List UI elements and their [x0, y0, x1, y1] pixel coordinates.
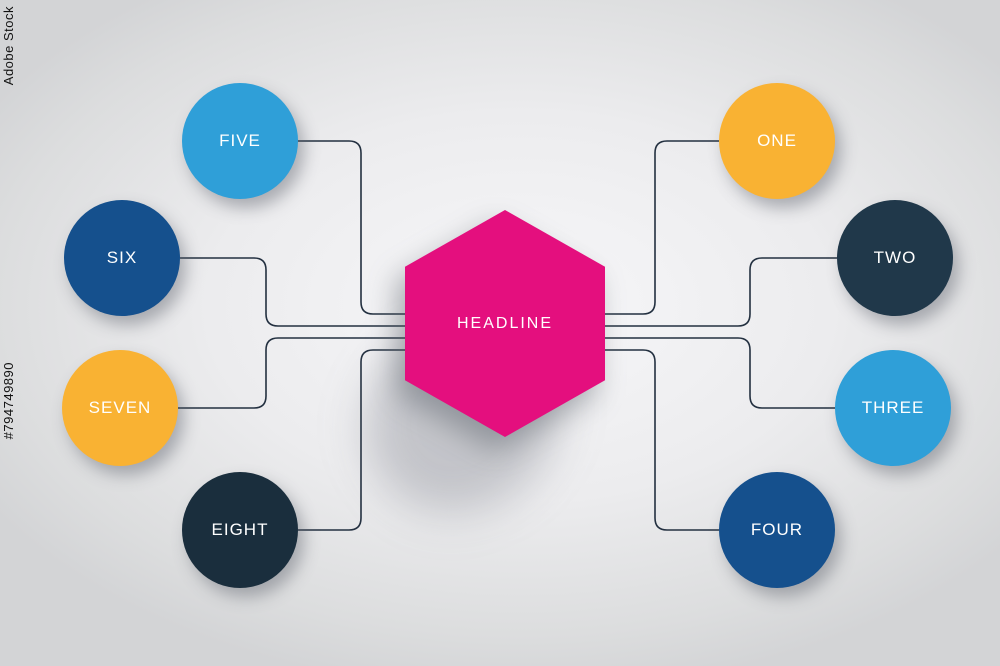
- node-three: THREE: [835, 350, 951, 466]
- node-four-label: FOUR: [750, 520, 804, 539]
- node-seven: SEVEN: [62, 350, 178, 466]
- center-hexagon: HEADLINE: [405, 210, 605, 437]
- node-eight: EIGHT: [182, 472, 298, 588]
- connector-five: [297, 140, 407, 315]
- center-hexagon-shape: HEADLINE: [405, 210, 605, 437]
- connector-six: [180, 257, 407, 327]
- watermark-brand: Adobe Stock: [1, 6, 16, 86]
- node-five-label: FIVE: [219, 131, 261, 150]
- connector-one: [603, 140, 719, 315]
- connector-four: [603, 349, 719, 531]
- node-two: TWO: [837, 200, 953, 316]
- node-six: SIX: [64, 200, 180, 316]
- node-five: FIVE: [182, 83, 298, 199]
- watermark-asset-id: #794749890: [1, 362, 16, 440]
- node-eight-label: EIGHT: [211, 520, 269, 539]
- connector-three: [603, 337, 835, 409]
- connector-two: [603, 257, 837, 327]
- node-one: ONE: [719, 83, 835, 199]
- node-three-label: THREE: [861, 398, 925, 417]
- node-one-label: ONE: [757, 131, 797, 150]
- center-headline-label: HEADLINE: [456, 314, 554, 332]
- node-two-label: TWO: [873, 248, 917, 267]
- node-six-label: SIX: [106, 248, 138, 267]
- node-four: FOUR: [719, 472, 835, 588]
- node-seven-label: SEVEN: [88, 398, 152, 417]
